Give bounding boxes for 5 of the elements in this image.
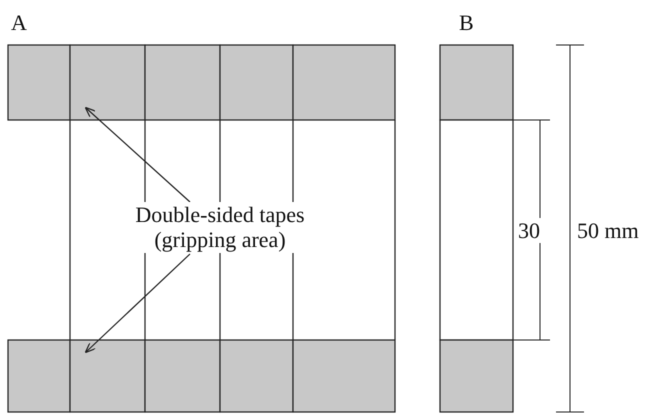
leader-line bbox=[84, 254, 190, 354]
tape-band bbox=[7, 44, 396, 121]
tape-band bbox=[7, 339, 396, 413]
dimension-label: 30 bbox=[517, 218, 541, 244]
leader-line bbox=[84, 106, 190, 202]
